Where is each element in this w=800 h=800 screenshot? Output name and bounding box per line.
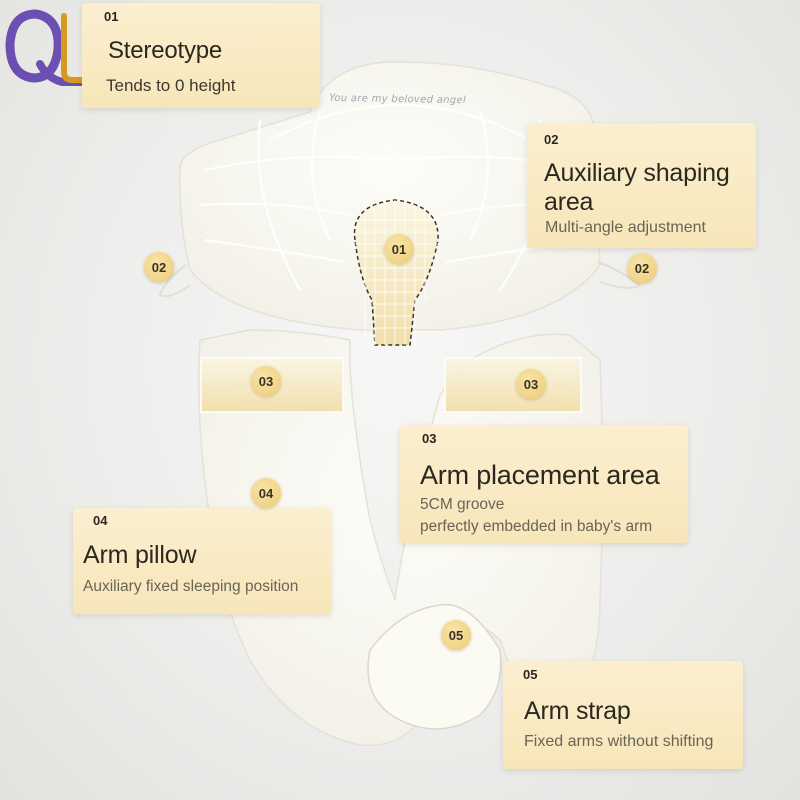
feature-title: Arm strap xyxy=(524,697,631,725)
marker-left-tie: 02 xyxy=(144,252,174,282)
feature-number: 03 xyxy=(422,431,437,446)
feature-number: 04 xyxy=(93,513,108,528)
right-tie xyxy=(597,261,642,289)
marker-left-arm-zone: 03 xyxy=(251,366,281,396)
marker-right-arm-zone: 03 xyxy=(516,369,546,399)
feature-subtitle-line-1: 5CM groove xyxy=(420,496,505,513)
feature-title: Arm placement area xyxy=(420,460,660,490)
feature-title: Stereotype xyxy=(108,37,223,64)
feature-card-arm-pillow: 04 Arm pillow Auxiliary fixed sleeping p… xyxy=(73,508,331,614)
feature-subtitle: Auxiliary fixed sleeping position xyxy=(83,578,299,595)
feature-subtitle: Tends to 0 height xyxy=(106,76,236,95)
feature-title: Arm pillow xyxy=(83,541,197,569)
feature-subtitle-line-2: perfectly embedded in baby's arm xyxy=(420,518,653,535)
feature-card-auxiliary-shaping: 02 Auxiliary shaping area Multi-angle ad… xyxy=(527,123,756,248)
feature-title: Auxiliary shaping area xyxy=(544,159,730,216)
feature-number: 02 xyxy=(544,132,559,147)
feature-card-arm-strap: 05 Arm strap Fixed arms without shifting xyxy=(503,661,743,769)
marker-head-support: 01 xyxy=(384,234,414,264)
marker-arm-pillow: 04 xyxy=(251,478,281,508)
feature-subtitle: Multi-angle adjustment xyxy=(545,219,706,236)
marker-right-tie: 02 xyxy=(627,253,657,283)
feature-card-stereotype: 01 Stereotype Tends to 0 height xyxy=(82,3,320,108)
feature-number: 05 xyxy=(523,667,538,682)
pillow-print-text: You are my beloved angel xyxy=(328,92,467,107)
feature-card-arm-placement: 03 Arm placement area 5CM groove perfect… xyxy=(400,425,688,543)
brand-logo xyxy=(5,9,101,86)
feature-number: 01 xyxy=(104,9,119,24)
right-arm-zone xyxy=(444,357,582,413)
left-tie xyxy=(158,264,191,298)
feature-subtitle: Fixed arms without shifting xyxy=(524,733,714,750)
marker-strap: 05 xyxy=(441,620,471,650)
